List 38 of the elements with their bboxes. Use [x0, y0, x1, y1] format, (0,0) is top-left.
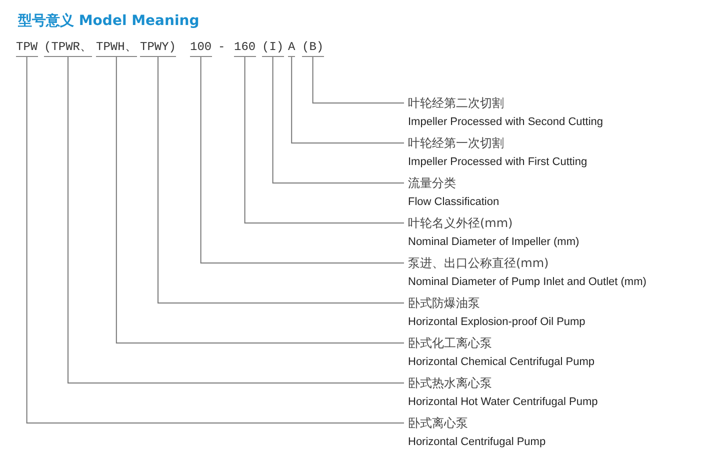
leader-line: [272, 56, 404, 184]
chinese-meaning: 卧式化工离心泵: [408, 335, 493, 352]
english-meaning: Nominal Diameter of Pump Inlet and Outlet (mm): [408, 275, 646, 290]
separator-dash: -: [218, 40, 226, 54]
diagram-title: 型号意义 Model Meaning: [18, 12, 200, 30]
english-meaning: Horizontal Explosion-proof Oil Pump: [408, 315, 586, 330]
leader-line: [68, 56, 404, 384]
english-meaning: Impeller Processed with First Cutting: [408, 155, 588, 170]
code-segment: (I): [262, 40, 284, 57]
chinese-meaning: 叶轮经第一次切割: [408, 135, 505, 152]
chinese-meaning: 叶轮名义外径(mm): [408, 215, 514, 232]
leader-line: [312, 56, 404, 104]
leader-line: [26, 56, 404, 424]
code-segment: (B): [302, 40, 324, 57]
leader-line: [158, 56, 404, 304]
english-meaning: Nominal Diameter of Impeller (mm): [408, 235, 580, 250]
code-segment: TPWH、: [96, 40, 137, 57]
chinese-meaning: 卧式离心泵: [408, 415, 469, 432]
code-segment: TPW: [16, 40, 38, 57]
english-meaning: Horizontal Hot Water Centrifugal Pump: [408, 395, 598, 410]
chinese-meaning: 泵进、出口公称直径(mm): [408, 255, 550, 272]
leader-line: [291, 56, 404, 144]
english-meaning: Horizontal Chemical Centrifugal Pump: [408, 355, 594, 370]
code-segment: 160: [234, 40, 256, 57]
chinese-meaning: 流量分类: [408, 175, 457, 192]
code-segment: (TPWR、: [44, 40, 92, 57]
english-meaning: Impeller Processed with Second Cutting: [408, 115, 604, 130]
chinese-meaning: 叶轮经第二次切割: [408, 95, 505, 112]
leader-line: [244, 56, 404, 224]
code-segment: A: [288, 40, 296, 57]
english-meaning: Flow Classification: [408, 195, 500, 210]
leader-line: [200, 56, 404, 264]
english-meaning: Horizontal Centrifugal Pump: [408, 435, 546, 450]
chinese-meaning: 卧式热水离心泵: [408, 375, 493, 392]
chinese-meaning: 卧式防爆油泵: [408, 295, 481, 312]
code-segment: 100: [190, 40, 212, 57]
leader-line: [116, 56, 404, 344]
code-segment: TPWY): [140, 40, 176, 57]
